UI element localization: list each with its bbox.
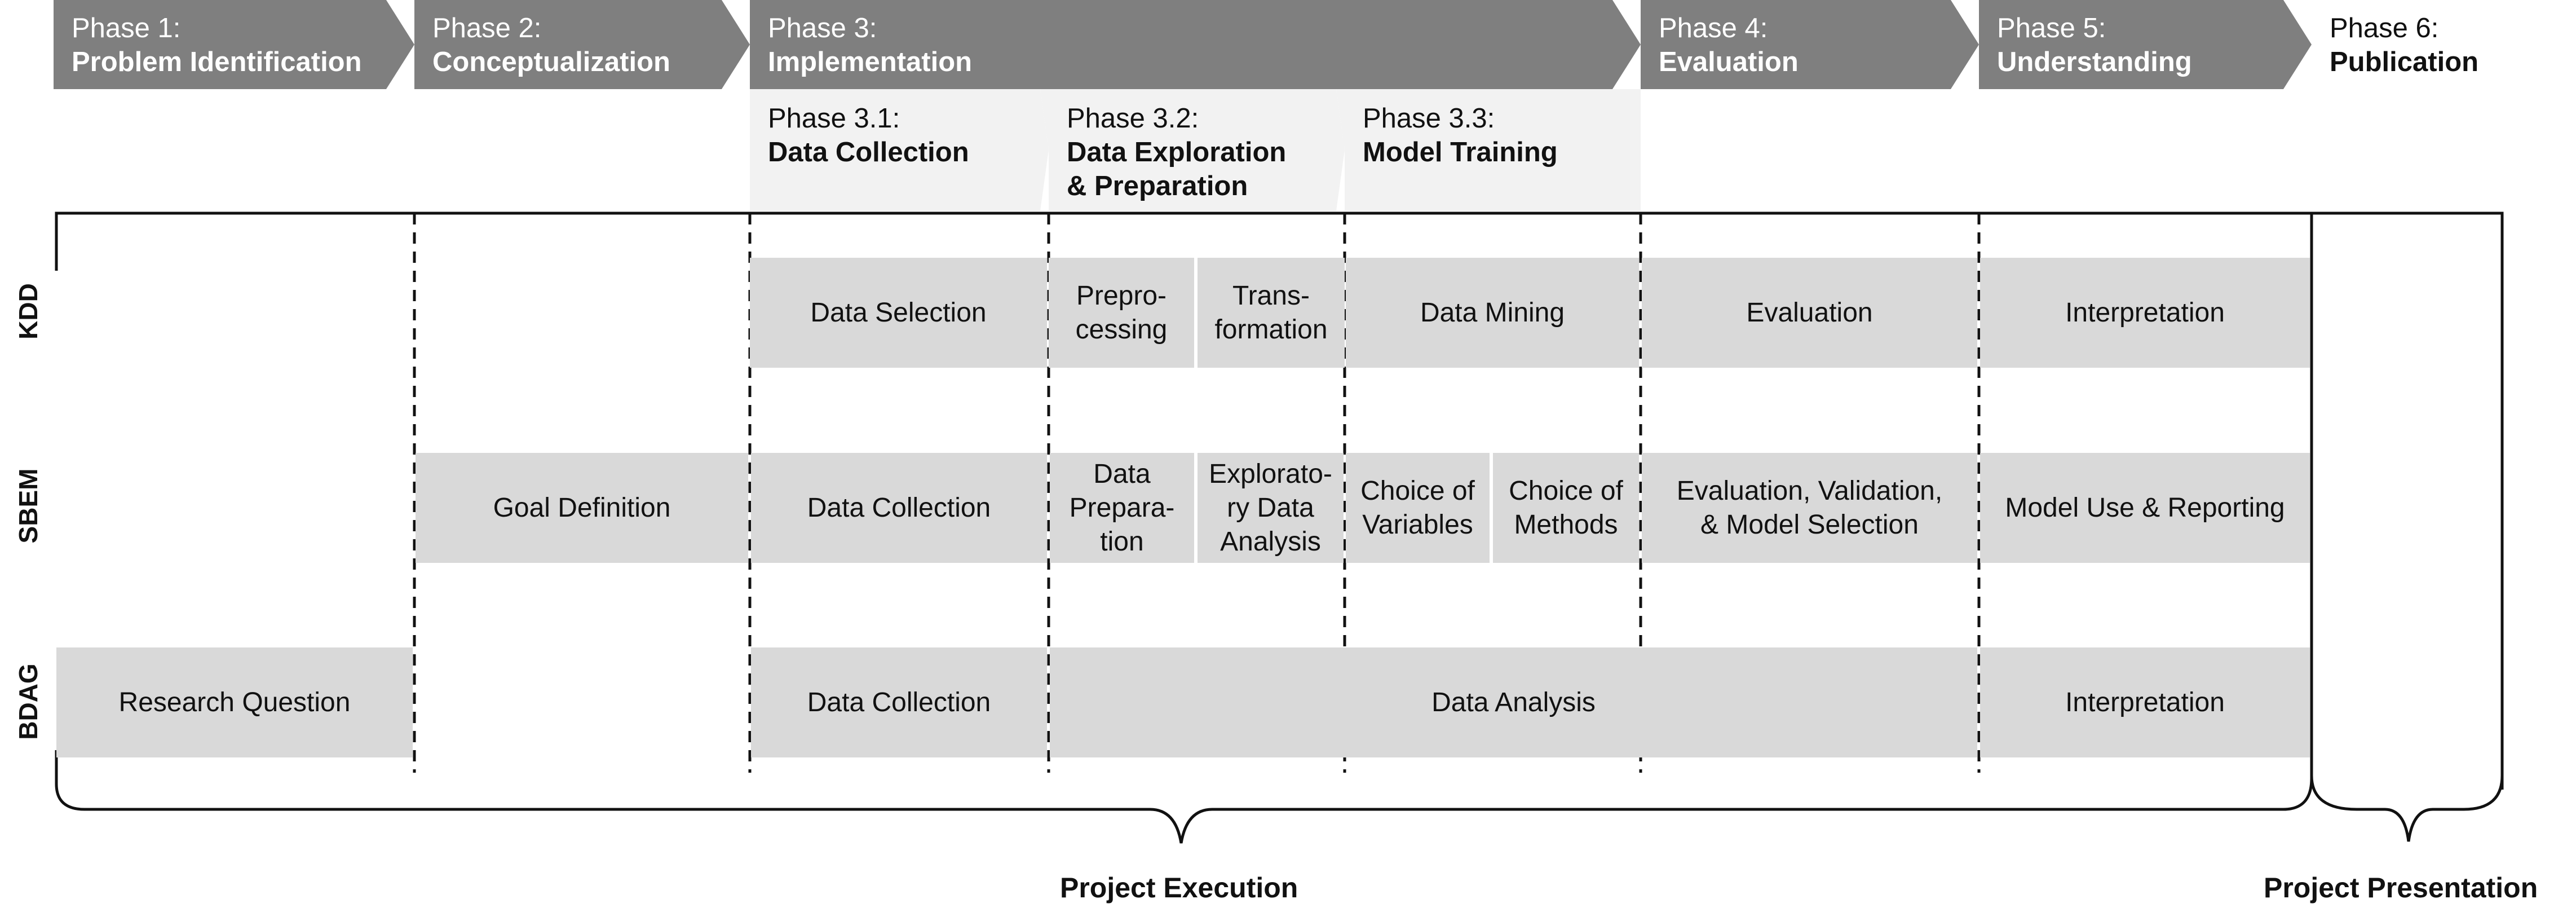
phase-1-name: Problem Identification bbox=[72, 47, 362, 77]
phase-6-number: Phase 6: bbox=[2330, 13, 2439, 43]
subphase-3-2: Phase 3.2: Data Exploration & Preparatio… bbox=[1049, 89, 1336, 211]
phase-1: Phase 1: Problem Identification bbox=[54, 0, 386, 89]
phase-4-arrow bbox=[1641, 0, 1979, 89]
sbem-choice-of-variables: Choice of Variables bbox=[1346, 453, 1490, 563]
phase-4-name: Evaluation bbox=[1659, 47, 1799, 77]
subphase-3-3: Phase 3.3: Model Training bbox=[1345, 89, 1641, 211]
frame-outline bbox=[55, 212, 2504, 790]
sbem-data-preparation: Data Prepara- tion bbox=[1050, 453, 1194, 563]
subphase-3-1-panel bbox=[750, 89, 1049, 211]
kdd-evaluation: Evaluation bbox=[1642, 258, 1977, 368]
subphase-3-2-panel bbox=[1040, 89, 1345, 211]
subphase-3-1: Phase 3.1: Data Collection bbox=[750, 89, 1040, 211]
phase-5: Phase 5: Understanding bbox=[1979, 0, 2283, 89]
sbem-goal-definition: Goal Definition bbox=[416, 453, 748, 563]
bdag-interpretation: Interpretation bbox=[1980, 647, 2310, 757]
sbem-evaluation-validation: Evaluation, Validation, & Model Selectio… bbox=[1642, 453, 1977, 563]
subphase-3-3-name: Model Training bbox=[1363, 137, 1558, 168]
phase-6: Phase 6: Publication bbox=[2312, 0, 2548, 89]
bdag-data-analysis: Data Analysis bbox=[1050, 647, 1977, 757]
subphase-3-1-number: Phase 3.1: bbox=[768, 103, 900, 134]
bdag-research-question: Research Question bbox=[56, 647, 413, 757]
sbem-data-collection: Data Collection bbox=[751, 453, 1047, 563]
kdd-preprocessing: Prepro- cessing bbox=[1049, 258, 1194, 368]
phase-2: Phase 2: Conceptualization bbox=[414, 0, 722, 89]
bdag-data-collection: Data Collection bbox=[751, 647, 1047, 757]
subphase-3-2-number: Phase 3.2: bbox=[1067, 103, 1199, 134]
phase-1-arrow bbox=[54, 0, 414, 89]
phase-4: Phase 4: Evaluation bbox=[1641, 0, 1951, 89]
kdd-data-mining: Data Mining bbox=[1346, 258, 1639, 368]
phase-5-number: Phase 5: bbox=[1997, 13, 2106, 43]
phase-2-arrow bbox=[414, 0, 750, 89]
phase-5-name: Understanding bbox=[1997, 47, 2192, 77]
phase-3-arrow bbox=[750, 0, 1641, 89]
sbem-model-use-reporting: Model Use & Reporting bbox=[1980, 453, 2310, 563]
phase-1-number: Phase 1: bbox=[72, 13, 181, 43]
row-label-kdd: KDD bbox=[14, 283, 43, 340]
phase-5-arrow bbox=[1979, 0, 2312, 89]
phase-3: Phase 3: Implementation bbox=[750, 0, 1612, 89]
subphase-3-3-panel bbox=[1336, 89, 1641, 211]
project-execution-label: Project Execution bbox=[1060, 872, 1298, 904]
presentation-brace bbox=[2310, 775, 2504, 842]
row-label-bdag: BDAG bbox=[14, 663, 43, 740]
subphase-3-3-number: Phase 3.3: bbox=[1363, 103, 1495, 134]
kdd-data-selection: Data Selection bbox=[750, 258, 1047, 368]
project-presentation-label: Project Presentation bbox=[2264, 872, 2538, 904]
phase-4-number: Phase 4: bbox=[1659, 13, 1768, 43]
sbem-exploratory-data-analysis: Explorato- ry Data Analysis bbox=[1198, 453, 1344, 563]
kdd-transformation: Trans- formation bbox=[1198, 258, 1345, 368]
subphase-3-1-name: Data Collection bbox=[768, 137, 969, 168]
phase-2-number: Phase 2: bbox=[432, 13, 542, 43]
subphase-3-2-name: Data Exploration & Preparation bbox=[1067, 137, 1287, 201]
phase-3-number: Phase 3: bbox=[768, 13, 877, 43]
row-label-sbem: SBEM bbox=[14, 468, 43, 544]
kdd-interpretation: Interpretation bbox=[1980, 258, 2310, 368]
phase-2-name: Conceptualization bbox=[432, 47, 670, 77]
execution-brace bbox=[55, 750, 2313, 844]
sbem-choice-of-methods: Choice of Methods bbox=[1493, 453, 1639, 563]
phase-3-name: Implementation bbox=[768, 47, 973, 77]
phase-6-name: Publication bbox=[2330, 47, 2479, 77]
